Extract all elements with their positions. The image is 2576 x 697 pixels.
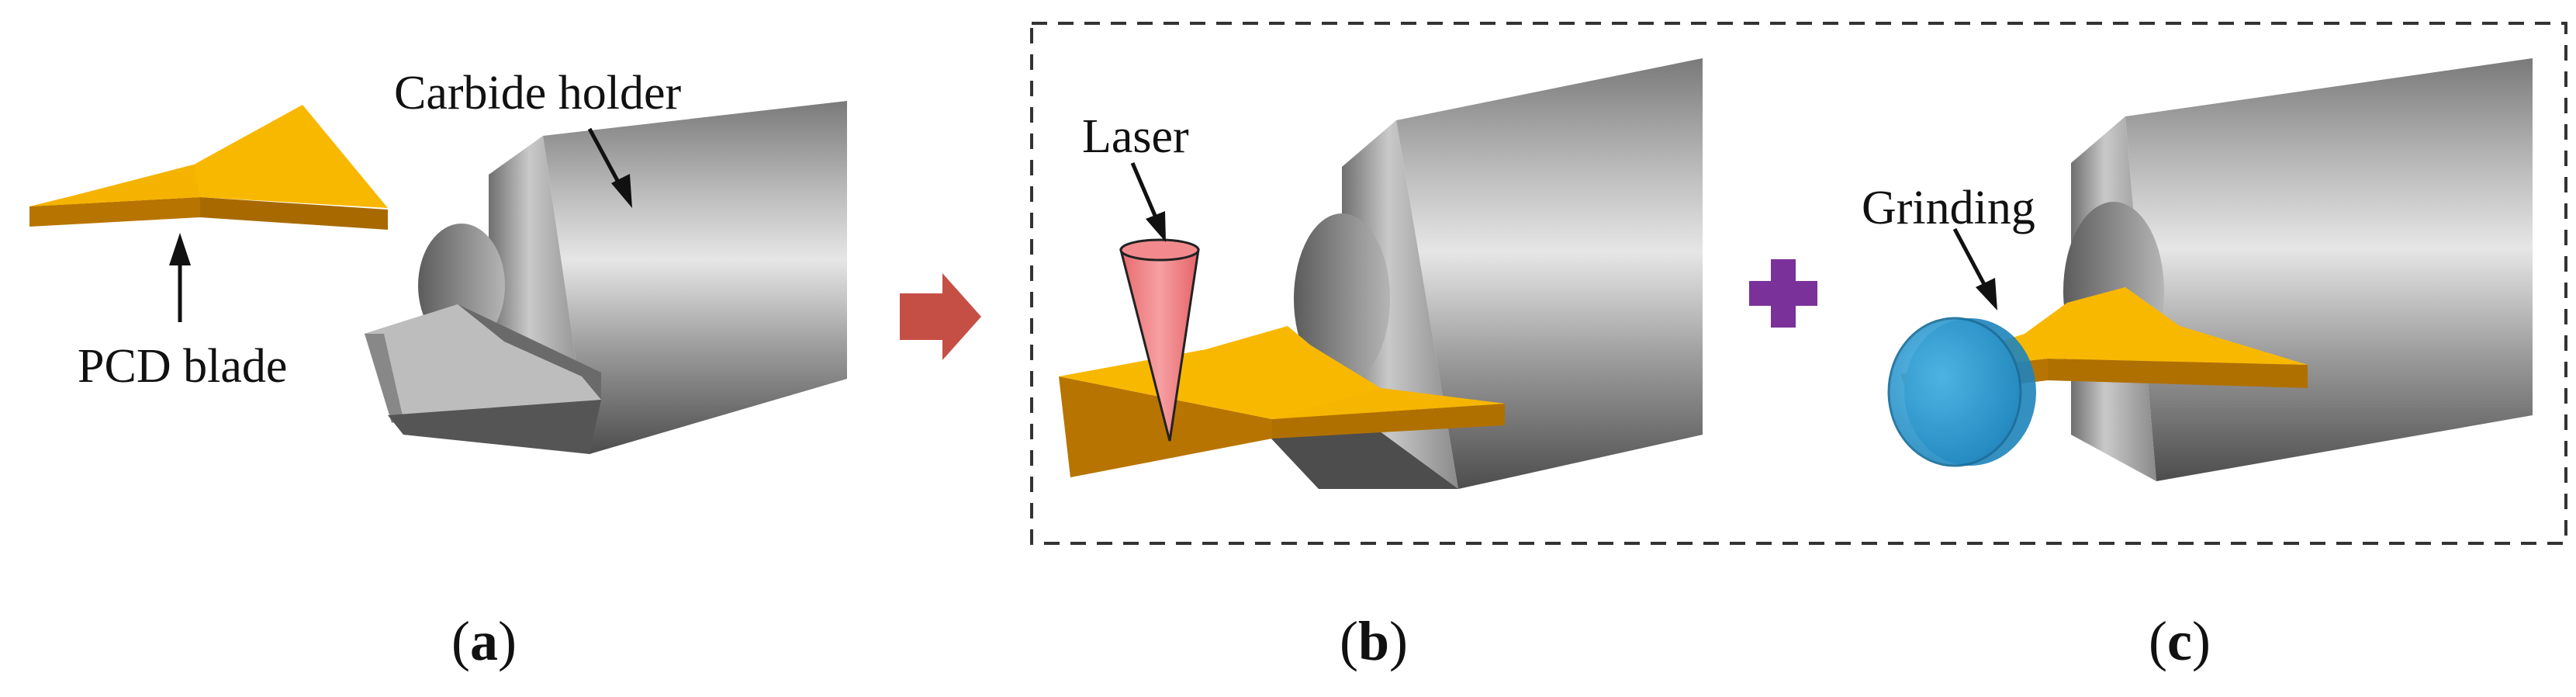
grinding-wheel: [1887, 317, 2036, 467]
grinding-pointer-arrow: [1952, 227, 1997, 310]
pcd-blade-label: PCD blade: [78, 340, 287, 393]
right-arrow-icon: [900, 273, 981, 360]
laser-beam: [1119, 238, 1200, 442]
caption-b: (b): [1340, 610, 1408, 672]
carbide-holder: [365, 101, 847, 454]
pcd-blade-loose: [29, 105, 388, 230]
caption-c: (c): [2149, 610, 2211, 672]
caption-a: (a): [451, 610, 517, 672]
panel-c: Grinding (c): [1862, 58, 2533, 672]
carbide-holder-label: Carbide holder: [394, 67, 682, 120]
grinding-label: Grinding: [1862, 182, 2035, 234]
laser-label: Laser: [1082, 110, 1189, 163]
carbide-holder-c: [2063, 58, 2533, 481]
laser-pointer-arrow: [1130, 162, 1166, 242]
pcd-blade-pointer-arrow: [169, 233, 191, 322]
dashed-border: [1030, 22, 2567, 545]
plus-icon: [1749, 259, 1817, 328]
panel-a: PCD blade Carbide holder (a): [29, 67, 847, 672]
panel-b: Laser (b): [1059, 58, 1703, 672]
carbide-holder-pointer-arrow: [587, 127, 632, 208]
